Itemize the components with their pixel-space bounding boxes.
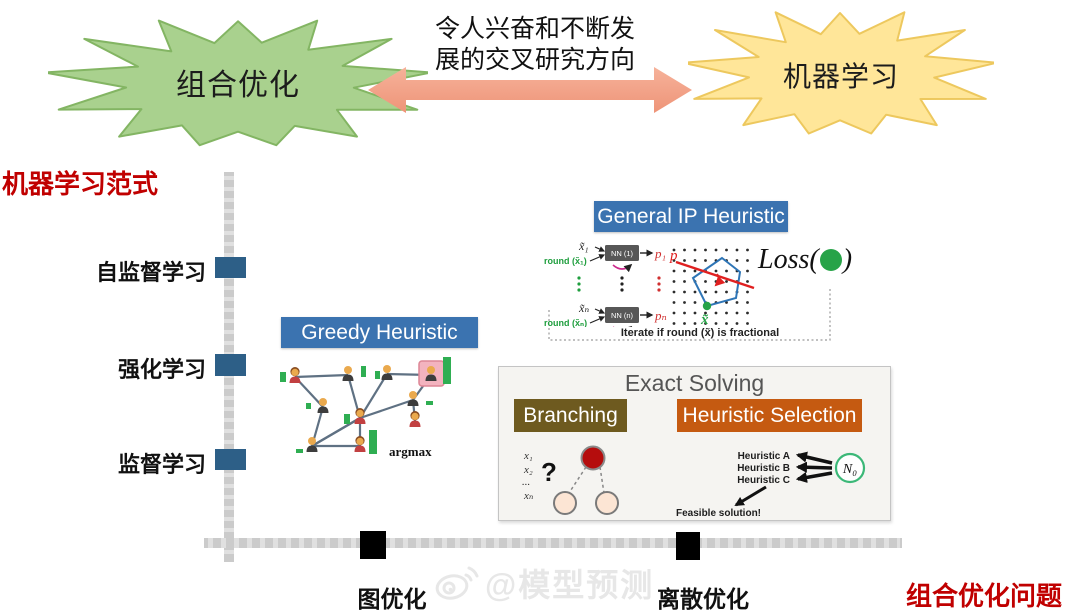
weibo-logo-icon bbox=[435, 566, 479, 600]
lp-polytope bbox=[691, 256, 742, 308]
yellow-starburst-icon bbox=[688, 11, 994, 135]
right-burst-label: 机器学习 bbox=[782, 61, 899, 92]
green-starburst-icon bbox=[48, 19, 428, 147]
y-label-reinforcement: 强化学习 bbox=[117, 357, 206, 382]
var-x1: x₁ bbox=[523, 450, 533, 462]
person-node-icon bbox=[354, 436, 366, 452]
heuristic-selection-label: Heuristic Selection bbox=[677, 399, 862, 432]
p-vector-label: p bbox=[669, 248, 678, 264]
var-dots: ... bbox=[522, 476, 530, 488]
x-axis-marker-graph-opt bbox=[360, 531, 386, 559]
loss-suffix: ) bbox=[842, 244, 853, 275]
watermark-handle: @模型预测 bbox=[485, 567, 655, 603]
nn-rounding-diagram: x̃₁ round (x̃₁) NN (1) p₁ x̃ₙ round (x̃ₙ… bbox=[544, 239, 667, 335]
objective-line bbox=[675, 260, 755, 290]
loss-green-dot-icon bbox=[819, 249, 842, 271]
general-ip-heuristic-label: General IP Heuristic bbox=[594, 201, 788, 232]
x-label-graph-opt: 图优化 bbox=[357, 586, 427, 612]
caption-line-1: 令人兴奋和不断发 bbox=[434, 15, 635, 43]
y-axis-title: 机器学习范式 bbox=[2, 169, 159, 199]
branch-left-child bbox=[553, 491, 577, 515]
watermark: @模型预测 bbox=[433, 560, 654, 606]
double-arrow-icon bbox=[368, 67, 692, 113]
heuristic-c: Heuristic C bbox=[737, 475, 790, 486]
branching-tree: x₁ x₂ ... xₙ ? bbox=[522, 445, 619, 515]
y-label-self-supervised: 自监督学习 bbox=[95, 260, 206, 285]
exact-solving-title: Exact Solving bbox=[624, 370, 765, 396]
greedy-heuristic-label: Greedy Heuristic bbox=[281, 317, 478, 348]
fractional-point bbox=[702, 301, 712, 311]
loss-expression: Loss() bbox=[758, 244, 852, 276]
p1-output: p₁ bbox=[654, 246, 666, 261]
argmax-annotation: argmax bbox=[389, 444, 432, 459]
integer-grid-dots bbox=[672, 248, 749, 325]
question-mark: ? bbox=[541, 457, 557, 487]
n0-node bbox=[834, 452, 866, 484]
n0-label: N₀ bbox=[842, 462, 857, 477]
y-axis-marker-reinforcement bbox=[215, 354, 246, 376]
x-axis-title: 组合优化问题 bbox=[905, 581, 1062, 611]
x-label-discrete-opt: 离散优化 bbox=[657, 586, 749, 612]
x-axis-marker-discrete-opt bbox=[676, 532, 700, 560]
person-node-icon bbox=[289, 367, 301, 383]
branch-right-child bbox=[595, 491, 619, 515]
person-node-icon bbox=[381, 365, 393, 380]
feasible-solution-label: Feasible solution! bbox=[676, 508, 761, 519]
person-node-icon bbox=[317, 398, 329, 413]
x1-input: x̃₁ bbox=[578, 239, 589, 253]
left-burst-label: 组合优化 bbox=[176, 69, 300, 102]
heuristic-selection-diagram: Heuristic A Heuristic B Heuristic C N₀ F… bbox=[676, 451, 866, 519]
loss-prefix: Loss( bbox=[758, 244, 819, 275]
y-axis-marker-self-supervised bbox=[215, 257, 246, 278]
person-node-icon bbox=[342, 366, 354, 381]
heuristic-b: Heuristic B bbox=[737, 463, 790, 474]
round-xn: round (x̃ₙ) bbox=[544, 318, 587, 328]
nn1-box: NN (1) bbox=[611, 249, 634, 258]
person-node-icon bbox=[409, 411, 421, 427]
node-score-bars bbox=[280, 357, 451, 454]
greedy-graph: argmax bbox=[280, 357, 451, 459]
pn-output: pₙ bbox=[654, 308, 667, 323]
y-label-supervised: 监督学习 bbox=[117, 452, 206, 477]
y-axis-marker-supervised bbox=[215, 449, 246, 470]
branch-root-node bbox=[580, 445, 606, 471]
xn-input: x̃ₙ bbox=[578, 301, 589, 315]
var-x2: x₂ bbox=[523, 464, 533, 476]
nnn-box: NN (n) bbox=[611, 311, 634, 320]
round-x1: round (x̃₁) bbox=[544, 256, 587, 266]
iterate-note: Iterate if round (x̃) is fractional bbox=[580, 327, 820, 339]
banner-caption: 令人兴奋和不断发 展的交叉研究方向 bbox=[392, 14, 678, 77]
branching-label: Branching bbox=[514, 399, 627, 432]
vertical-dots bbox=[577, 276, 661, 292]
var-xn: xₙ bbox=[523, 490, 533, 502]
x-tilde-label: x̃ bbox=[700, 312, 709, 328]
heuristic-a: Heuristic A bbox=[738, 451, 790, 462]
polytope-diagram: p x̃ bbox=[669, 248, 755, 328]
exact-solving-box: Exact Solving Branching Heuristic Select… bbox=[498, 366, 891, 521]
caption-line-2: 展的交叉研究方向 bbox=[434, 46, 635, 75]
